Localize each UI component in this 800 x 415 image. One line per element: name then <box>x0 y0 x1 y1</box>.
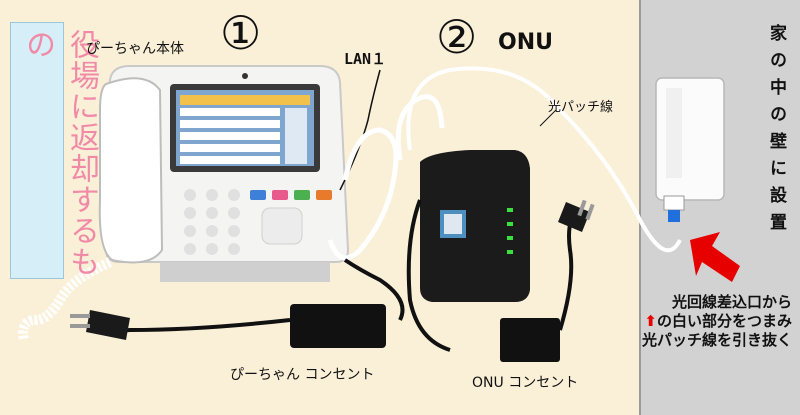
fiber-patch-label: 光パッチ線 <box>548 100 614 115</box>
removal-instructions: 光回線差込口から ⬆の白い部分をつまみ 光パッチ線を引き抜く <box>610 293 792 350</box>
onu-device <box>420 150 530 302</box>
lan-label: LAN１ <box>344 50 387 68</box>
instruction-line-3: 光パッチ線を引き抜く <box>641 331 792 349</box>
pchan-main-label: ぴーちゃん本体 <box>86 41 184 57</box>
instruction-line-1: 光回線差込口から <box>671 293 792 311</box>
red-arrow-icon <box>690 232 740 282</box>
wall-optical-outlet <box>655 77 725 222</box>
onu-plug <box>558 199 595 232</box>
return-items-label: 役場に返却するもの <box>20 29 99 277</box>
onu-outlet-label: ONU コンセント <box>472 375 579 391</box>
number-two-label: ② <box>436 10 478 64</box>
number-one-label: ① <box>220 6 262 60</box>
pchan-plug <box>70 310 130 340</box>
pchan-outlet-label: ぴーちゃん コンセント <box>230 367 375 383</box>
onu-adapter <box>500 318 560 362</box>
pchan-device <box>98 65 350 282</box>
onu-title-label: ONU <box>498 30 553 55</box>
wall-install-label: 家の中の壁に設置 <box>766 24 786 240</box>
pchan-adapter <box>290 304 386 348</box>
small-red-arrow-icon: ⬆ <box>644 312 657 330</box>
return-items-label-box: 役場に返却するもの <box>10 22 99 279</box>
instruction-line-2: ⬆の白い部分をつまみ <box>644 312 792 330</box>
